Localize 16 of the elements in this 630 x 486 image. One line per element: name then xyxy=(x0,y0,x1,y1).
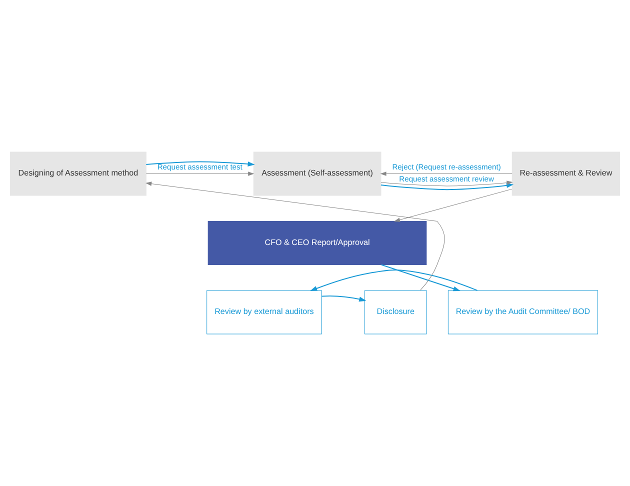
arrow xyxy=(146,161,255,166)
node-box: Disclosure xyxy=(364,290,427,334)
arrow xyxy=(310,270,478,292)
node-box: Review by external auditors xyxy=(206,290,322,334)
arrow xyxy=(146,172,254,176)
arrow xyxy=(146,182,445,291)
arrow xyxy=(381,264,460,292)
arrow xyxy=(394,188,512,222)
node-box: Review by the Audit Committee/ BOD xyxy=(448,290,598,334)
arrow xyxy=(380,172,512,176)
node-box: Assessment (Self-assessment) xyxy=(253,152,382,196)
node-box: Re-assessment & Review xyxy=(512,152,620,196)
arrow xyxy=(322,295,366,302)
arrow xyxy=(380,180,513,186)
node-box: Designing of Assessment method xyxy=(10,152,146,196)
node-box: CFO & CEO Report/Approval xyxy=(208,221,427,265)
